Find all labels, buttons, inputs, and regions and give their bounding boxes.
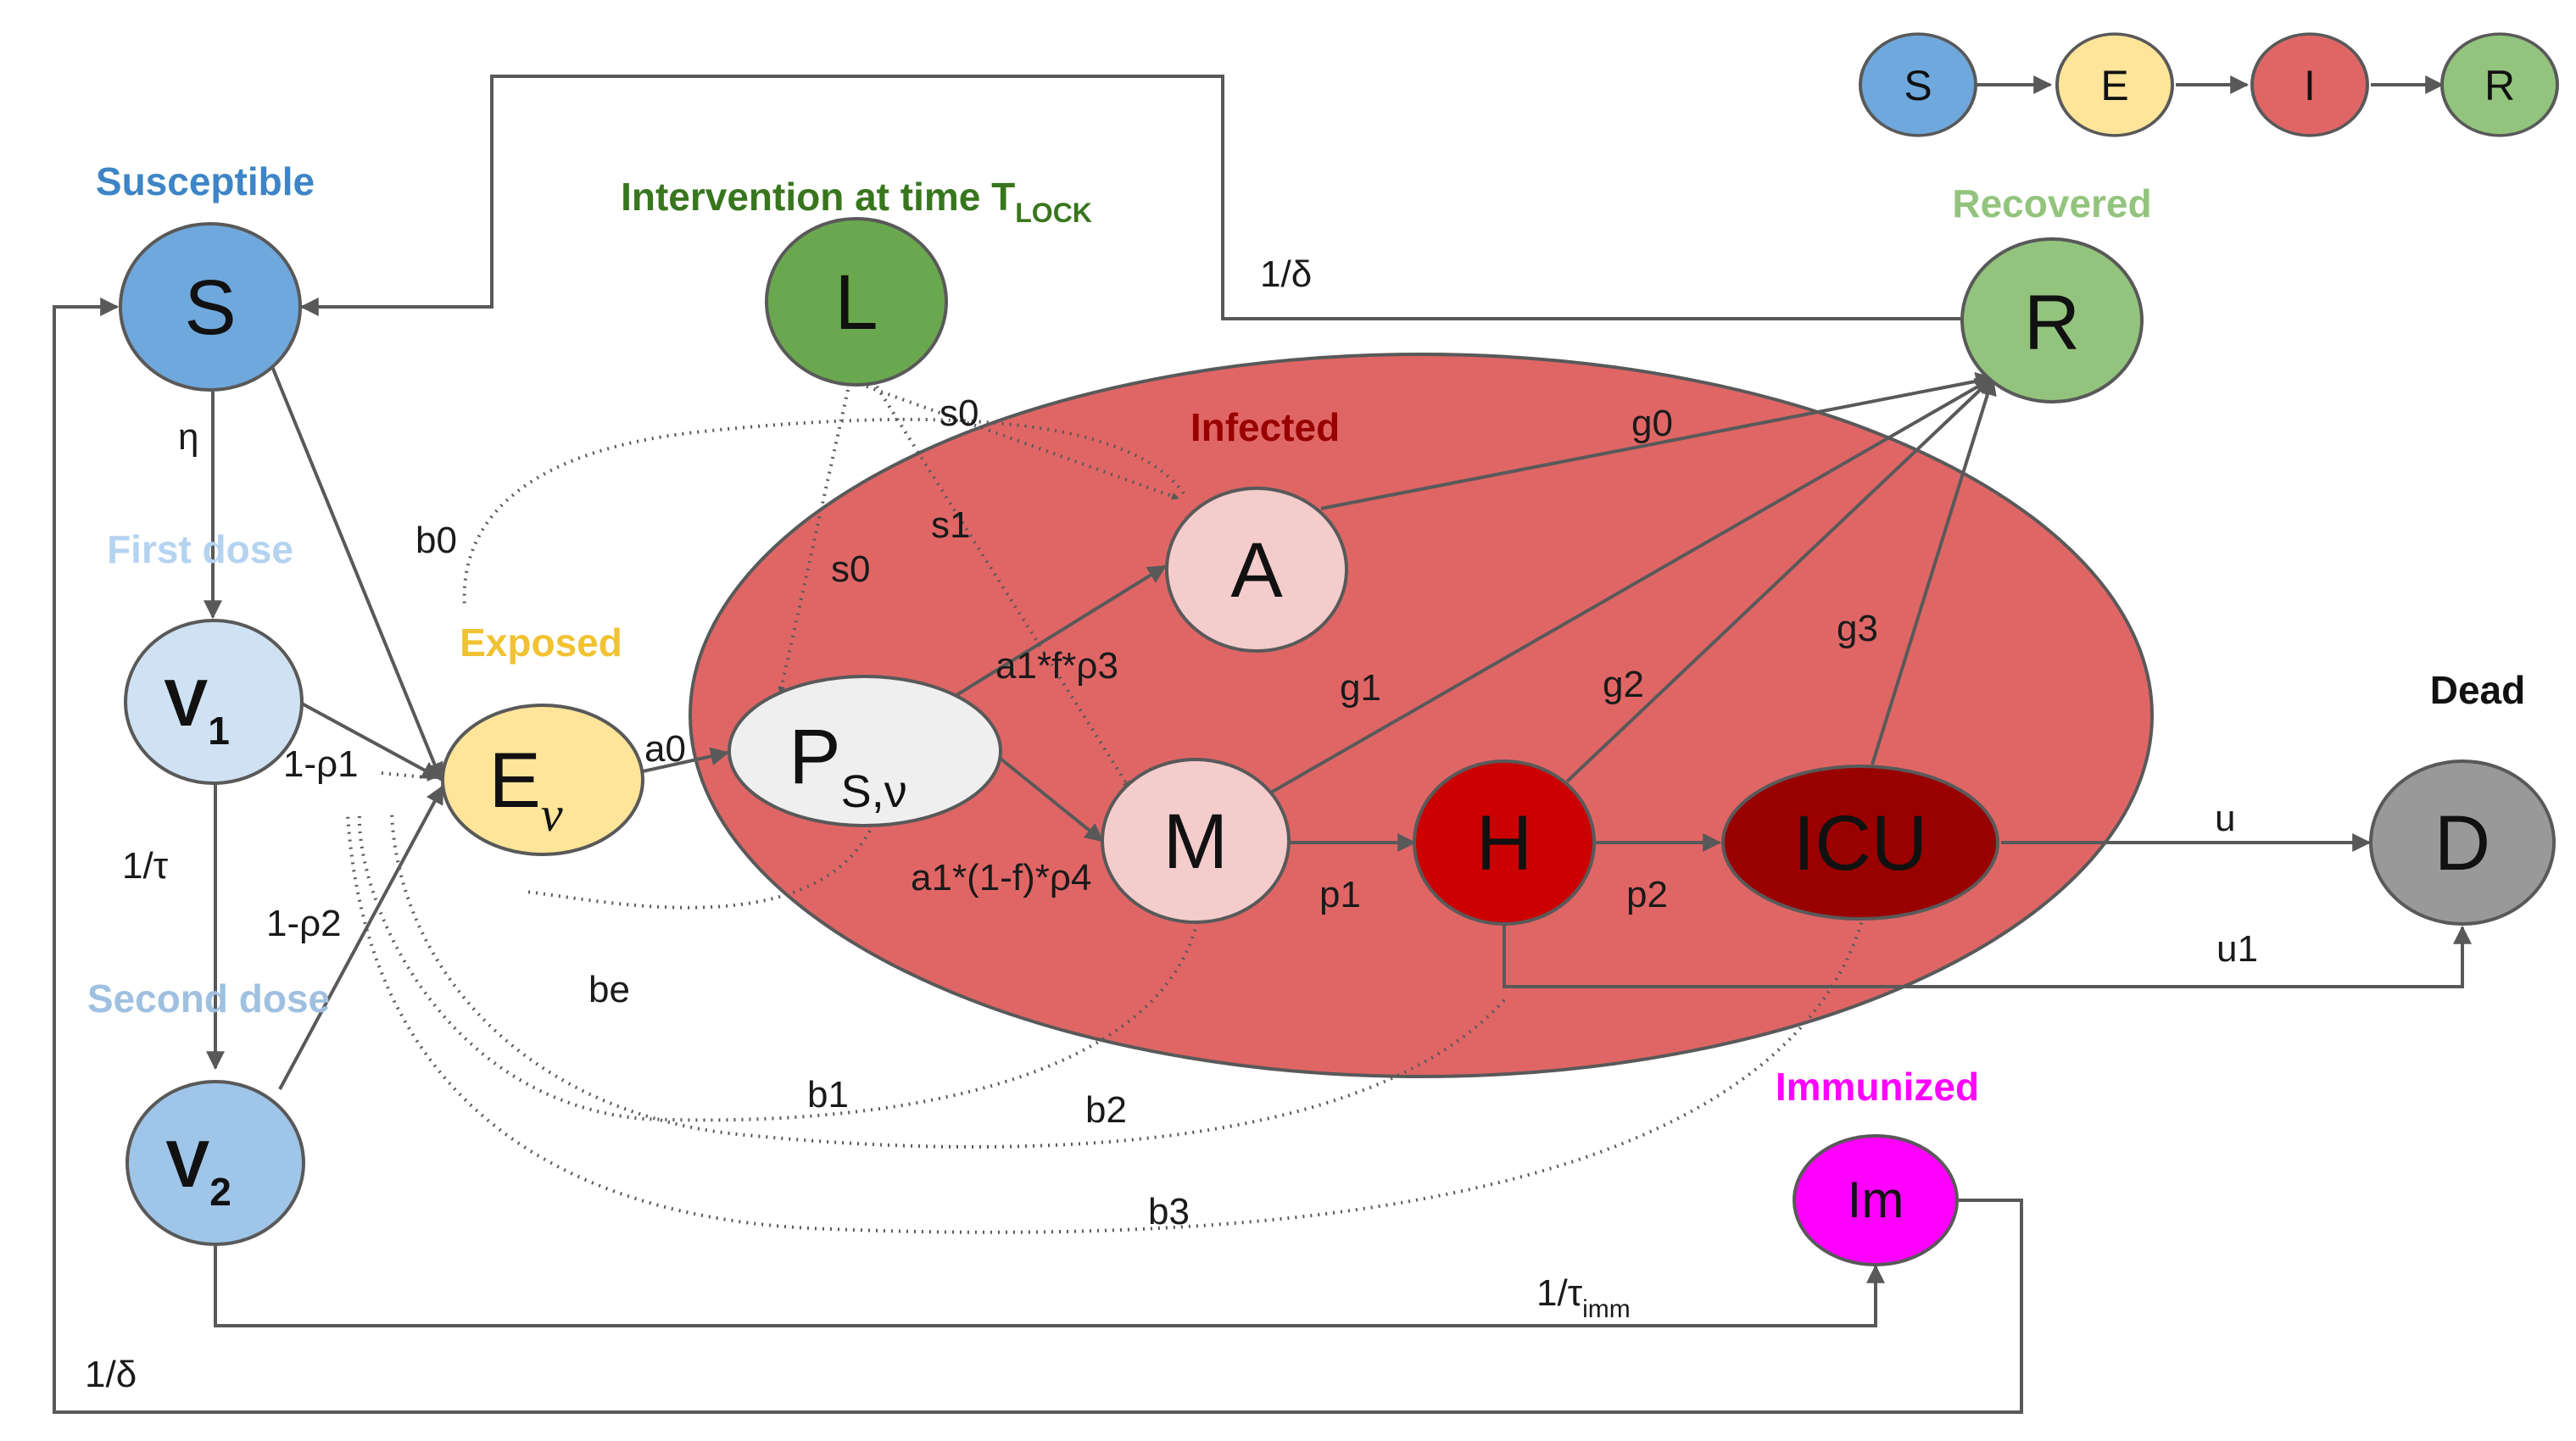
title-exposed: Exposed (460, 620, 622, 665)
rate-a0: a0 (644, 728, 686, 770)
node-m-label: M (1163, 798, 1229, 885)
arrow-m-to-r (1263, 376, 1994, 798)
arrow-s-to-e (270, 364, 443, 782)
legend-s-label: S (1904, 62, 1932, 109)
title-second-dose: Second dose (87, 976, 330, 1021)
legend: S E I R (1859, 32, 2559, 137)
arrow-p-to-a (948, 565, 1167, 701)
rate-be: be (588, 969, 630, 1010)
dotted-l-to-m (875, 385, 1131, 790)
node-r (1960, 237, 2144, 403)
arrow-v2-to-im (214, 1246, 1885, 1327)
node-im-label: Im (1848, 1171, 1904, 1228)
node-icu (1721, 765, 1999, 921)
rate-b1: b1 (807, 1074, 849, 1116)
rate-tau-imm: 1/τimm (1536, 1272, 1631, 1323)
arrow-p-to-m (999, 757, 1104, 843)
title-immunized: Immunized (1776, 1065, 1979, 1109)
rate-u1: u1 (2216, 928, 2258, 970)
node-m (1101, 758, 1291, 924)
node-a (1165, 487, 1348, 653)
rate-g1: g1 (1340, 667, 1381, 709)
rate-s1: s1 (931, 504, 970, 546)
rate-s0-b: s0 (831, 548, 870, 590)
node-v2-label: V2 (165, 1127, 231, 1214)
dotted-b0 (462, 417, 1185, 609)
rate-p1: p1 (1319, 874, 1361, 915)
rate-tau: 1/τ (122, 845, 169, 887)
rate-a1-asym: a1*f*ρ3 (995, 645, 1118, 687)
node-p-label: PS,ν (789, 714, 906, 817)
arrow-e-to-p (642, 747, 730, 773)
node-d-label: D (2434, 800, 2490, 887)
dotted-arrows (346, 385, 1865, 1234)
node-a-label: A (1230, 527, 1283, 614)
rate-p2: p2 (1626, 874, 1668, 915)
rate-b2: b2 (1085, 1089, 1127, 1131)
node-h-label: H (1476, 800, 1532, 887)
arrow-a-to-r (1320, 371, 1995, 510)
node-im (1793, 1134, 1959, 1266)
node-h (1413, 759, 1596, 926)
arrow-v1-to-e (301, 702, 441, 780)
legend-i-label: I (2304, 62, 2316, 109)
group-titles: Susceptible Intervention at time TLOCK R… (87, 159, 2525, 1109)
title-recovered: Recovered (1952, 181, 2151, 225)
dotted-exposure-end (381, 771, 435, 782)
legend-r-node (2440, 32, 2559, 137)
node-v1 (124, 619, 304, 785)
rate-eta: η (178, 416, 198, 458)
solid-arrows (53, 75, 2472, 1414)
rate-g2: g2 (1603, 664, 1644, 705)
legend-r-label: R (2484, 62, 2515, 109)
node-l (765, 217, 948, 387)
node-d (2369, 759, 2556, 926)
title-lockdown: Intervention at time TLOCK (621, 175, 1092, 228)
legend-e-label: E (2100, 62, 2128, 109)
rate-rho1: 1-ρ1 (283, 743, 359, 785)
node-e (441, 704, 644, 856)
arrow-icu-to-r (1871, 376, 1997, 765)
rate-labels: η 1/τ 1/δ 1/δ 1-ρ1 1-ρ2 b0 be b1 b2 b3 a… (85, 253, 2258, 1395)
legend-e-node (2055, 32, 2174, 137)
legend-s-node (1859, 32, 1977, 137)
title-dead: Dead (2430, 668, 2525, 712)
rate-delta-top: 1/δ (1260, 253, 1312, 295)
node-v1-label: V1 (164, 665, 230, 753)
rate-a1-mild: a1*(1-f)*ρ4 (911, 857, 1091, 899)
node-labels: S L R V1 Eν PS,ν A M H ICU D V2 Im (164, 259, 2490, 1228)
rate-s0-a: s0 (940, 392, 979, 434)
arrow-r-to-s (299, 75, 1960, 320)
arrow-h-to-d (1503, 924, 2472, 988)
node-e-label: Eν (488, 737, 562, 842)
rate-delta-bottom: 1/δ (85, 1354, 137, 1395)
rate-g0: g0 (1631, 403, 1673, 444)
node-icu-label: ICU (1793, 800, 1927, 887)
arrow-v2-to-e (278, 785, 444, 1090)
node-l-label: L (834, 259, 878, 346)
nodes (119, 217, 2556, 1266)
arrow-h-to-r (1565, 376, 1994, 783)
arrow-im-to-s (53, 298, 2023, 1414)
node-v2 (125, 1080, 305, 1246)
rate-b3: b3 (1148, 1191, 1190, 1232)
title-first-dose: First dose (107, 527, 293, 571)
node-s-label: S (184, 264, 236, 351)
rate-b0: b0 (415, 520, 457, 561)
rate-g3: g3 (1837, 608, 1878, 649)
dotted-l-to-a (866, 385, 1179, 500)
title-infected: Infected (1190, 405, 1340, 449)
node-r-label: R (2024, 280, 2080, 366)
title-susceptible: Susceptible (96, 159, 315, 203)
node-p (728, 675, 1002, 827)
rate-u: u (2215, 798, 2235, 839)
dotted-be (525, 823, 875, 910)
rate-rho2: 1-ρ2 (266, 903, 342, 944)
node-s (119, 222, 302, 392)
legend-i-node (2250, 32, 2369, 137)
